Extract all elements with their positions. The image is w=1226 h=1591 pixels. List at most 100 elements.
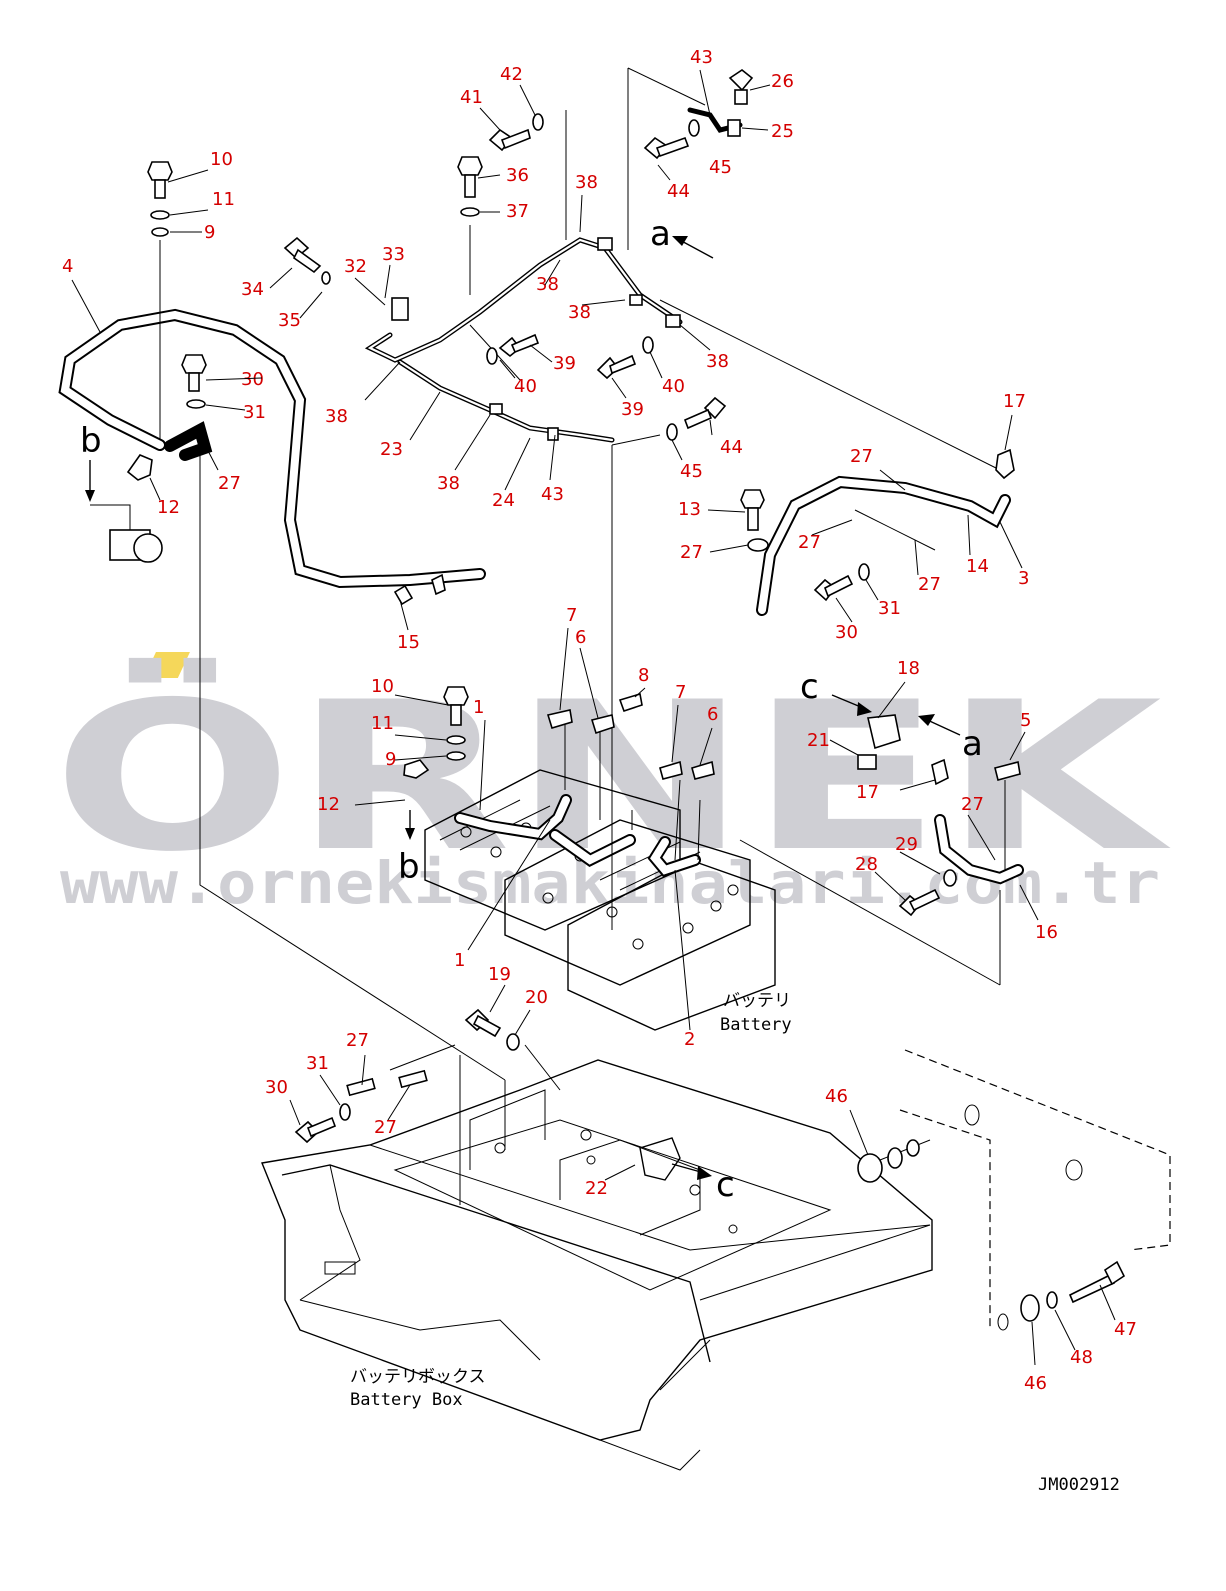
callout-24: 24 [492, 490, 515, 511]
callout-10: 10 [371, 676, 394, 697]
callout-45: 45 [709, 157, 732, 178]
callout-31: 31 [878, 598, 901, 619]
callout-40: 40 [662, 376, 685, 397]
callout-46: 46 [1024, 1373, 1047, 1394]
callout-39: 39 [621, 399, 644, 420]
frame-outline [879, 1049, 1171, 1331]
callout-38: 38 [568, 302, 591, 323]
callout-31: 31 [306, 1053, 329, 1074]
view-marker-a-top: a [650, 214, 671, 254]
watermark-umlaut-right [143, 652, 190, 678]
callout-30: 30 [835, 622, 858, 643]
callout-38: 38 [536, 274, 559, 295]
callout-11: 11 [212, 189, 235, 210]
cables [58, 308, 1024, 885]
view-marker-c-bottom: c [716, 1165, 735, 1205]
callout-27: 14 [966, 556, 989, 577]
callout-12: 12 [317, 794, 340, 815]
callout-30: 30 [241, 369, 264, 390]
callout-16: 16 [1035, 922, 1058, 943]
callout-47: 47 [1114, 1319, 1137, 1340]
callout-38: 38 [325, 406, 348, 427]
view-markers: a a b b c c [80, 214, 983, 1205]
callout-27: 27 [798, 532, 821, 553]
callout-30: 30 [265, 1077, 288, 1098]
callout-27: 27 [961, 794, 984, 815]
callout-38: 38 [437, 473, 460, 494]
callout-43: 43 [541, 484, 564, 505]
callout-7: 7 [566, 605, 577, 626]
callout-4: 4 [62, 256, 73, 277]
callout-6: 6 [575, 627, 586, 648]
callout-28: 28 [855, 854, 878, 875]
callout-11: 11 [371, 713, 394, 734]
callout-17: 17 [856, 782, 879, 803]
callout-13: 13 [678, 499, 701, 520]
callout-6: 6 [707, 704, 718, 725]
hardware-parts [109, 69, 1126, 1322]
callout-9: 9 [385, 749, 396, 770]
callout-38: 38 [706, 351, 729, 372]
callout-leaders [71, 69, 1116, 1366]
callout-19: 19 [488, 964, 511, 985]
callout-labels: 43 42 26 41 25 10 45 44 36 38 11 37 9 33… [62, 47, 1137, 1394]
callout-31: 31 [243, 402, 266, 423]
callout-18: 18 [897, 658, 920, 679]
callout-38: 38 [575, 172, 598, 193]
view-marker-b-left: b [80, 421, 102, 461]
callout-22: 22 [585, 1178, 608, 1199]
callout-42: 42 [500, 64, 523, 85]
view-marker-b-mid: b [398, 847, 420, 887]
callout-12: 12 [157, 497, 180, 518]
callout-27: 27 [218, 473, 241, 494]
callout-29: 29 [895, 834, 918, 855]
callout-43: 43 [690, 47, 713, 68]
callout-40: 40 [514, 376, 537, 397]
callout-27: 27 [918, 574, 941, 595]
callout-7: 7 [675, 682, 686, 703]
callout-3: 3 [1018, 568, 1029, 589]
callout-15: 15 [397, 632, 420, 653]
battery-box-en-label: Battery Box [350, 1390, 463, 1410]
callout-45: 45 [680, 461, 703, 482]
view-marker-c-top: c [800, 667, 819, 707]
callout-44: 44 [667, 181, 690, 202]
callout-41: 41 [460, 87, 483, 108]
watermark-url: www.ornekismakinalari.com.tr [60, 849, 1160, 917]
callout-36: 36 [506, 165, 529, 186]
callout-37: 37 [506, 201, 529, 222]
callout-25: 25 [771, 121, 794, 142]
view-marker-a-mid: a [962, 724, 983, 764]
battery-en-label: Battery [720, 1015, 792, 1035]
callout-39: 39 [553, 353, 576, 374]
callout-9: 9 [204, 222, 215, 243]
callout-27: 27 [374, 1117, 397, 1138]
battery-box: バッテリボックス Battery Box [261, 1059, 933, 1471]
callout-35: 35 [278, 310, 301, 331]
callout-33: 33 [382, 244, 405, 265]
callout-14: 27 [680, 542, 703, 563]
drawing-code: JM002912 [1038, 1475, 1120, 1495]
battery-jp-label: バッテリ [723, 991, 791, 1011]
callout-1: 1 [454, 950, 465, 971]
callout-44: 44 [720, 437, 743, 458]
callout-5: 5 [1020, 710, 1031, 731]
battery-box-jp-label: バッテリボックス [350, 1367, 486, 1387]
callout-27: 27 [850, 446, 873, 467]
callout-8: 8 [638, 665, 649, 686]
callout-48: 48 [1070, 1347, 1093, 1368]
callout-2: 2 [684, 1029, 695, 1050]
callout-46: 46 [825, 1086, 848, 1107]
callout-17: 17 [1003, 391, 1026, 412]
leader-lines [90, 67, 1006, 1205]
callout-1: 1 [473, 697, 484, 718]
callout-32: 32 [344, 256, 367, 277]
callout-34: 34 [241, 279, 264, 300]
callout-20: 20 [525, 987, 548, 1008]
callout-10: 10 [210, 149, 233, 170]
callout-26: 26 [771, 71, 794, 92]
callout-27: 27 [346, 1030, 369, 1051]
callout-21: 21 [807, 730, 830, 751]
